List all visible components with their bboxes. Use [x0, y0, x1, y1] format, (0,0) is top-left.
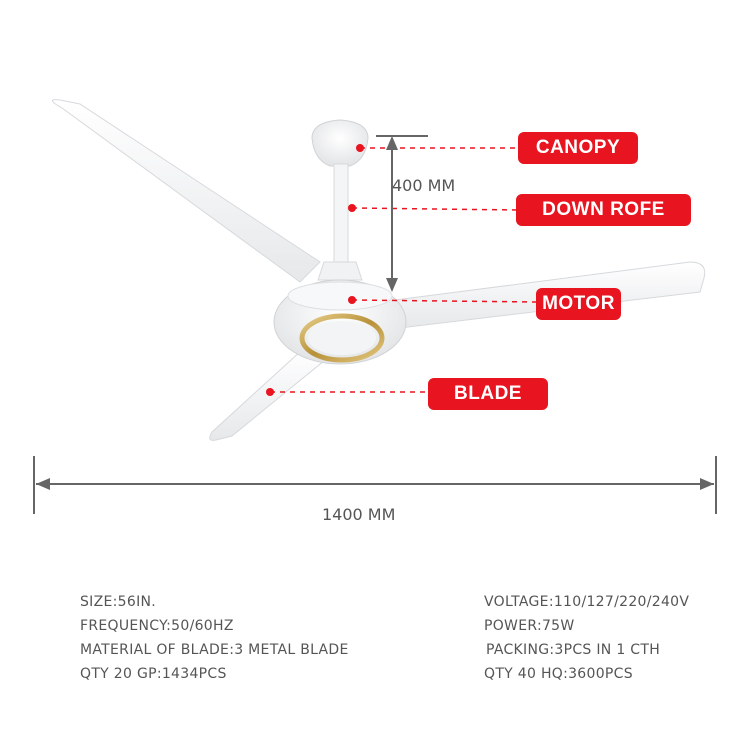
- height-dimension-text: 400 MM: [392, 176, 456, 195]
- canopy-shape: [311, 119, 369, 167]
- spec-blade-material: MATERIAL OF BLADE:3 METAL BLADE: [80, 642, 349, 658]
- label-motor: MOTOR: [536, 288, 621, 320]
- label-blade: BLADE: [428, 378, 548, 410]
- down-rod-shape: [333, 163, 349, 265]
- spec-voltage: VOLTAGE:110/127/220/240V: [484, 594, 690, 610]
- spec-size: SIZE:56IN.: [80, 594, 157, 610]
- span-dimension-text: 1400 MM: [322, 505, 396, 524]
- label-down-rod: DOWN ROFE: [516, 194, 691, 226]
- spec-frequency: FREQUENCY:50/60HZ: [80, 618, 234, 634]
- spec-qty-40hq: QTY 40 HQ:3600PCS: [484, 666, 633, 682]
- spec-power: POWER:75W: [484, 618, 575, 634]
- motor-trim-ring: [299, 313, 385, 363]
- spec-qty-20gp: QTY 20 GP:1434PCS: [80, 666, 227, 682]
- fan-blade-left: [52, 99, 321, 283]
- leader-down-rod: [351, 207, 519, 211]
- spec-packing: PACKING:3PCS IN 1 CTH: [486, 642, 661, 658]
- label-canopy: CANOPY: [518, 132, 638, 164]
- leader-motor: [351, 299, 537, 303]
